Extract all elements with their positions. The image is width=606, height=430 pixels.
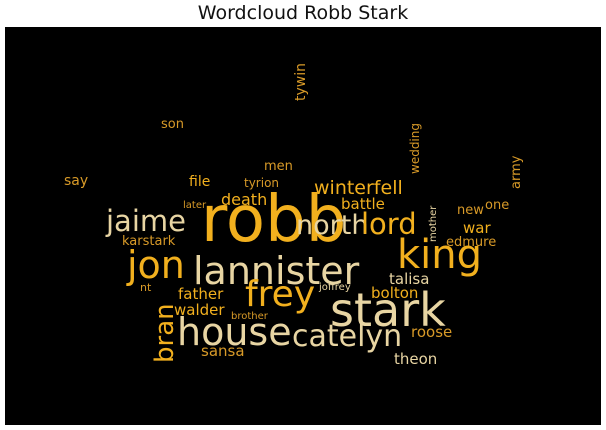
word-king: king bbox=[397, 232, 483, 278]
word-north: north bbox=[296, 210, 369, 241]
wordcloud-canvas: robb stark lannister house king jon frey… bbox=[5, 27, 601, 425]
word-roose: roose bbox=[411, 323, 453, 341]
chart-title: Wordcloud Robb Stark bbox=[197, 2, 409, 24]
word-war: war bbox=[463, 219, 491, 237]
word-mother: mother bbox=[428, 205, 439, 242]
word-one: one bbox=[485, 198, 510, 213]
word-say: say bbox=[64, 173, 89, 189]
word-catelyn: catelyn bbox=[292, 319, 403, 354]
word-stark: stark bbox=[330, 283, 446, 337]
word-edmure: edmure bbox=[446, 235, 497, 250]
word-winterfell: winterfell bbox=[314, 177, 403, 199]
word-bolton: bolton bbox=[371, 284, 419, 302]
word-robb: robb bbox=[201, 183, 347, 257]
word-son: son bbox=[161, 117, 184, 132]
word-father: father bbox=[178, 285, 224, 303]
word-jon: jon bbox=[127, 243, 185, 287]
word-brother: brother bbox=[231, 311, 268, 322]
word-theon: theon bbox=[394, 350, 438, 368]
word-file: file bbox=[189, 174, 211, 190]
word-lannister: lannister bbox=[193, 249, 360, 293]
word-men: men bbox=[264, 159, 293, 174]
word-talisa: talisa bbox=[389, 270, 430, 288]
word-joffrey: joffrey bbox=[319, 282, 351, 293]
word-death: death bbox=[221, 190, 268, 209]
word-sansa: sansa bbox=[201, 342, 245, 360]
word-jaime: jaime bbox=[106, 204, 186, 238]
word-new: new bbox=[457, 203, 484, 218]
word-walder: walder bbox=[174, 301, 225, 319]
word-nt: nt bbox=[140, 281, 152, 294]
word-karstark: karstark bbox=[122, 234, 176, 249]
word-tyrion: tyrion bbox=[244, 176, 280, 190]
word-lord: lord bbox=[361, 207, 417, 241]
word-house: house bbox=[177, 310, 292, 354]
word-tywin: tywin bbox=[293, 63, 309, 101]
word-frey: frey bbox=[245, 274, 316, 315]
word-wedding: wedding bbox=[408, 123, 422, 174]
word-army: army bbox=[509, 155, 524, 189]
word-later: later bbox=[183, 200, 207, 211]
word-battle: battle bbox=[341, 195, 385, 213]
